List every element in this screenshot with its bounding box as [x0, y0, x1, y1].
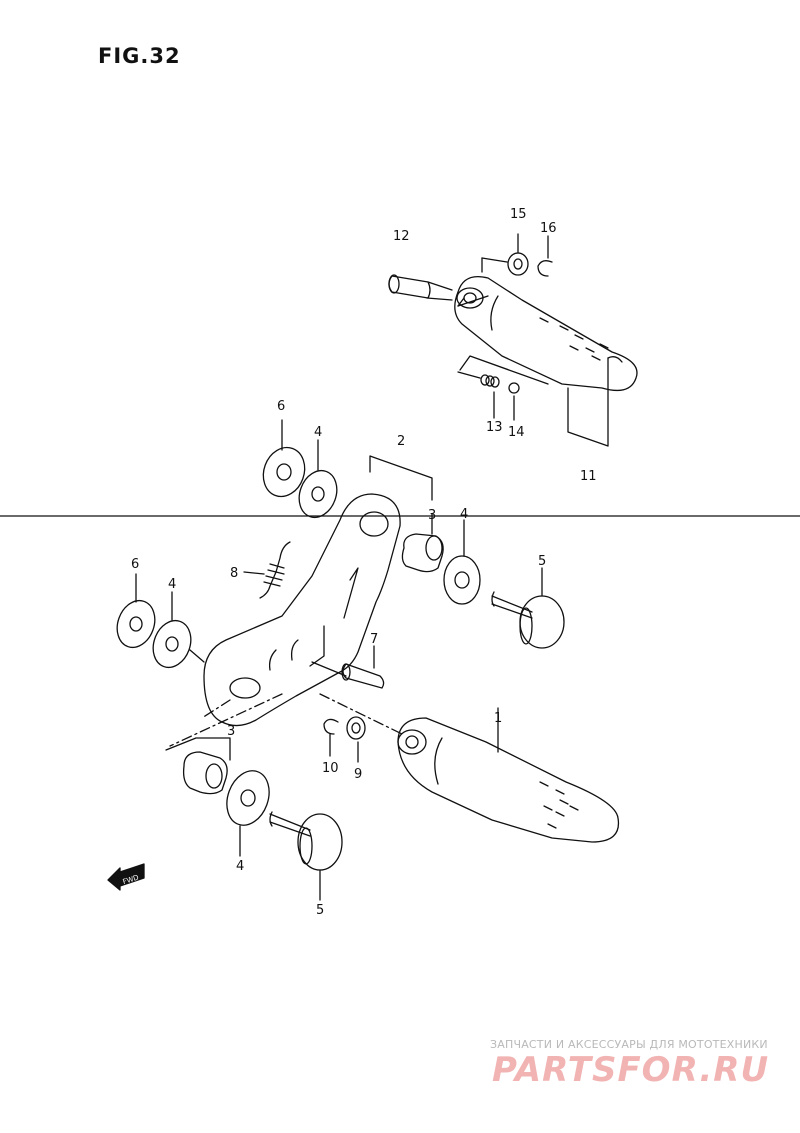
callout-5-lower: 5	[316, 903, 324, 918]
callout-12: 12	[393, 229, 410, 244]
leader-2	[369, 455, 433, 501]
callout-13: 13	[486, 420, 503, 435]
watermark-logo: PARTSFOR.RU	[492, 1050, 770, 1090]
pivot-pin-12	[388, 274, 453, 301]
callout-10: 10	[322, 761, 339, 776]
watermark-tagline: ЗАПЧАСТИ И АКСЕССУАРЫ ДЛЯ МОТОТЕХНИКИ	[490, 1038, 768, 1051]
callout-4-upper-right: 4	[460, 507, 468, 522]
figure-title: FIG.32	[98, 44, 181, 68]
washer-15	[507, 233, 529, 276]
collar-3-lower	[182, 751, 228, 795]
callout-2: 2	[397, 434, 405, 449]
washer-6-lower	[116, 573, 156, 649]
callout-3-upper: 3	[428, 508, 436, 523]
callout-9: 9	[354, 767, 362, 782]
callout-4-upper-left: 4	[314, 425, 322, 440]
washer-4-lower-left	[152, 591, 205, 669]
callout-6-lower: 6	[131, 557, 139, 572]
callout-4-lower-right: 4	[236, 859, 244, 874]
ball-14	[508, 382, 520, 421]
leader-11	[567, 357, 609, 447]
washer-4-upper-right	[443, 519, 481, 605]
callout-3-lower: 3	[227, 724, 235, 739]
callout-16: 16	[540, 221, 557, 236]
callout-8: 8	[230, 566, 238, 581]
washer-9	[346, 716, 366, 763]
callout-15: 15	[510, 207, 527, 222]
callout-4-lower-left: 4	[168, 577, 176, 592]
washer-4-upper-left	[298, 439, 338, 519]
leader-13-bracket	[459, 355, 549, 385]
leader-3-lower	[165, 737, 231, 761]
callout-7: 7	[370, 632, 378, 647]
callout-1: 1	[494, 711, 502, 726]
washer-6-upper	[262, 419, 306, 498]
callout-14: 14	[508, 425, 525, 440]
footrest-1	[397, 707, 620, 843]
callout-11: 11	[580, 469, 597, 484]
footrest-11	[454, 275, 638, 392]
footrest-bracket-2	[203, 493, 401, 727]
spring-8	[243, 541, 291, 599]
e-clip-16	[537, 235, 553, 277]
callout-5-upper: 5	[538, 554, 546, 569]
e-clip-10	[323, 718, 339, 757]
pin-7	[311, 645, 385, 689]
spring-13	[480, 374, 500, 419]
washer-4-lower-right	[226, 770, 270, 857]
fwd-arrow-icon	[107, 863, 145, 891]
bolt-5-lower	[269, 811, 343, 901]
bolt-5-upper-right	[491, 567, 565, 649]
collar-3-upper	[401, 513, 444, 573]
callout-6-upper: 6	[277, 399, 285, 414]
